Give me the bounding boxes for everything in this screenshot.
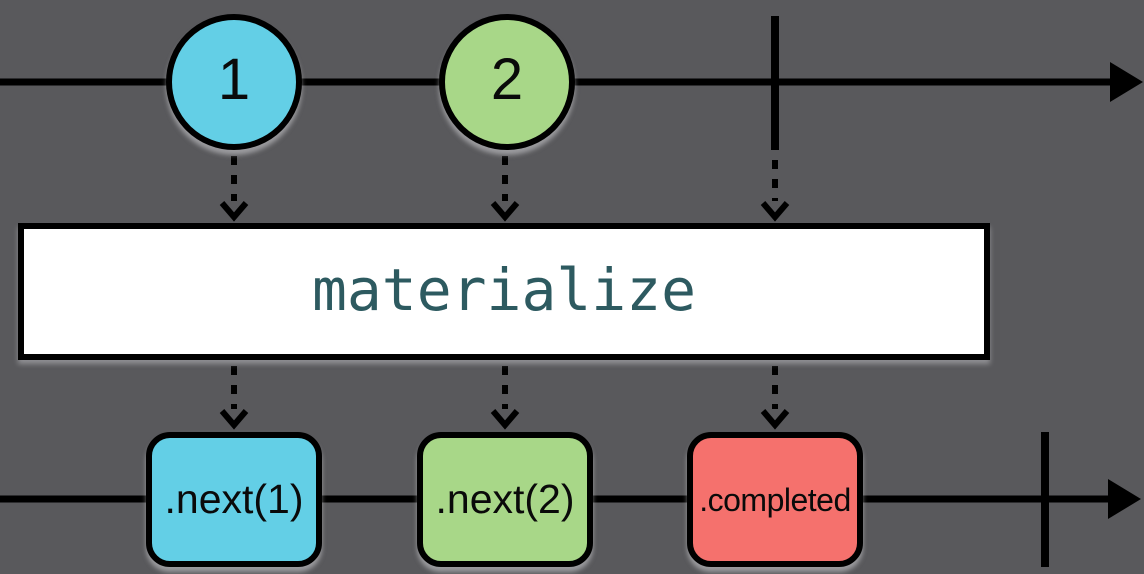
source-marble-2-label: 2 [490,47,524,112]
dashed-arrow-output-1 [219,366,249,430]
dashed-arrow-output-2 [490,366,520,430]
source-timeline-arrowhead-icon [1110,62,1143,102]
output-marble-next-1-label: .next(1) [164,476,304,522]
source-marble-2: 2 [439,14,575,150]
source-marble-1: 1 [166,14,302,150]
operator-box: materialize [18,223,990,360]
operator-label: materialize [311,255,697,324]
source-marble-1-label: 1 [217,47,251,112]
dashed-arrow-source-complete [760,160,790,222]
output-marble-next-2-label: .next(2) [435,476,575,522]
output-timeline-arrowhead-icon [1108,479,1141,519]
dashed-arrow-output-3 [760,366,790,430]
output-marble-completed: .completed [687,432,863,567]
output-marble-completed-label: .completed [699,481,851,518]
dashed-arrow-source-2 [490,156,520,222]
output-marble-next-2: .next(2) [417,432,593,567]
output-marble-next-1: .next(1) [146,432,322,567]
dashed-arrow-source-1 [219,156,249,222]
